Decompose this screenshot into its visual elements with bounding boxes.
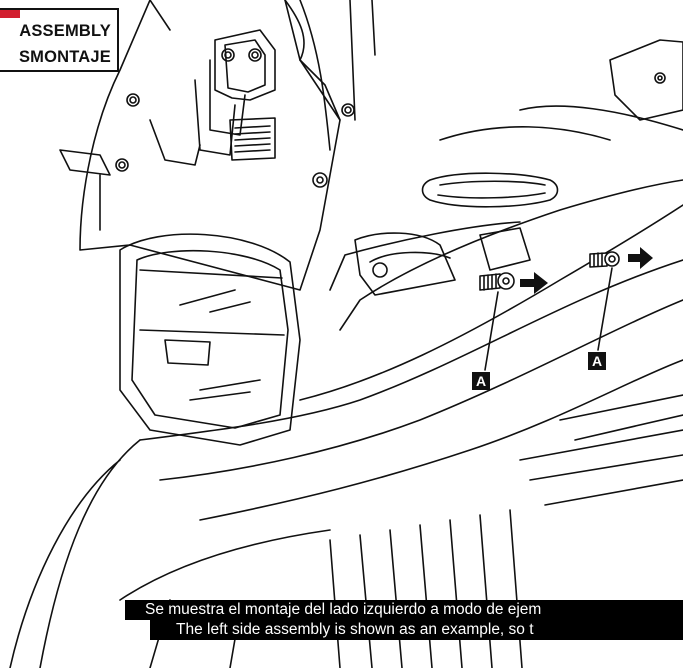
windscreen <box>79 0 341 291</box>
screw-icon-right <box>589 251 620 268</box>
screen-bracket <box>214 29 276 101</box>
callout-a-right: A <box>588 352 606 370</box>
title-montaje: SMONTAJE <box>18 48 111 66</box>
caption-spanish: Se muestra el montaje del lado izquierdo… <box>125 600 683 620</box>
caption-english: The left side assembly is shown as an ex… <box>150 620 683 640</box>
screw-icon-left <box>479 272 515 291</box>
title-assembly: ASSEMBLY <box>19 22 111 40</box>
turn-signal <box>421 172 559 208</box>
arrow-right-icon <box>628 247 653 269</box>
title-accent <box>0 10 20 18</box>
callout-a-left: A <box>472 372 490 390</box>
arrow-right-icon <box>520 272 548 294</box>
section-title-box: ASSEMBLY SMONTAJE <box>0 8 119 72</box>
headlight-housing <box>119 233 301 446</box>
